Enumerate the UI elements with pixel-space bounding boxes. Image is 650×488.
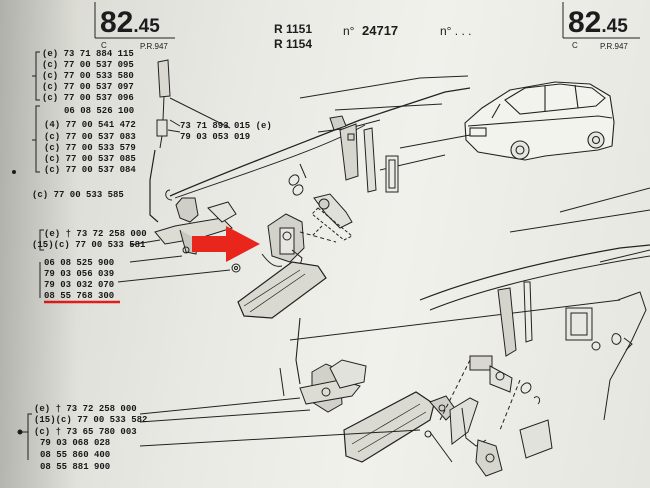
part-row: (c) 77 00 537 084 [44, 165, 136, 175]
pedal-part-label: 79 03 053 019 [180, 132, 251, 142]
pedal-part-label: 73 71 893 015 (e) [180, 121, 272, 131]
part-row: (e) 73 71 884 115 [42, 49, 134, 59]
part-row: (c) 77 00 537 097 [42, 82, 134, 92]
page-ref-right: P.R.947 [600, 42, 628, 51]
part-row: (c) † 73 65 780 003 [34, 427, 137, 437]
page-code-left: 82.45 [100, 6, 160, 40]
page-code-right: 82.45 [568, 6, 628, 39]
serial-suffix: n° . . . [440, 24, 472, 38]
car-illustration [464, 81, 615, 161]
part-row: (c) 77 00 537 085 [44, 154, 136, 164]
part-row: (c) 77 00 533 580 [42, 71, 134, 81]
part-row: (e) † 73 72 258 000 [34, 404, 137, 414]
part-row: (c) 77 00 533 579 [44, 143, 136, 153]
part-row: (4) 77 00 541 472 [44, 120, 136, 130]
model-2: R 1154 [274, 37, 313, 51]
part-row: (c) 77 00 537 096 [42, 93, 134, 103]
part-row: 79 03 068 028 [40, 438, 111, 448]
part-row: (c) 77 00 533 585 [32, 190, 124, 200]
part-row: (e) † 73 72 258 000 [44, 229, 147, 239]
page-code-major: 82 [100, 6, 134, 39]
page-code-sub-left: C [101, 41, 107, 50]
part-row: (c) 77 00 537 083 [44, 132, 136, 142]
part-row: (15)(c) 77 00 533 581 [32, 240, 146, 250]
page-ref-left: P.R.947 [140, 42, 168, 51]
part-row: 06 08 526 100 [64, 106, 135, 116]
part-row: 79 03 056 039 [44, 269, 115, 279]
serial-prefix: n° [343, 24, 355, 38]
part-row: 06 08 525 900 [44, 258, 115, 268]
part-row: (c) 77 00 537 095 [42, 60, 134, 70]
page-code-sub-right: C [572, 41, 578, 50]
part-row: (15)(c) 77 00 533 582 [34, 415, 148, 425]
part-row: 79 03 032 070 [44, 280, 115, 290]
part-row: 08 55 881 900 [40, 462, 111, 472]
model-1: R 1151 [274, 22, 313, 36]
serial-number: 24717 [362, 23, 399, 38]
part-row: 08 55 860 400 [40, 450, 111, 460]
red-arrow-icon [192, 226, 260, 262]
page-code-minor: .45 [133, 16, 160, 37]
part-row-highlighted: 08 55 768 300 [44, 291, 115, 301]
